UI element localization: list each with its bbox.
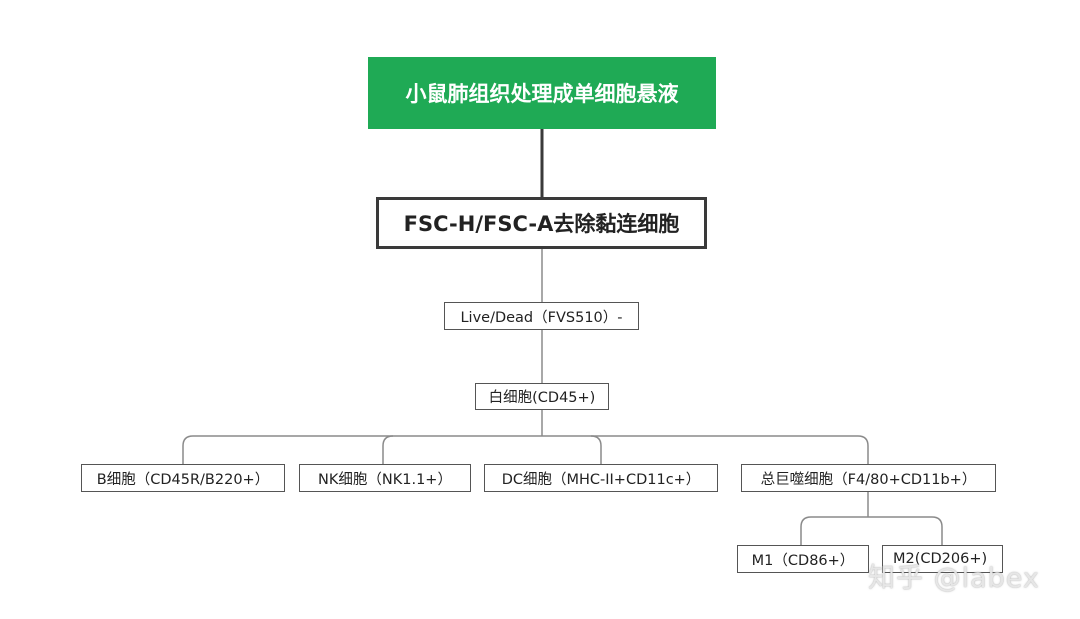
connector-macrophage-branches [800,516,943,545]
connector-leukocyte-branches [182,435,869,464]
live-dead-label: Live/Dead（FVS510）- [460,309,623,326]
node-m1: M1（CD86+） [737,545,869,573]
gate-node-fsc-adhesion-removal: FSC-H/FSC-A去除黏连细胞 [376,197,707,249]
m2-label: M2(CD206+) [893,551,988,567]
connector-to-nk [382,435,394,464]
node-nk-cell: NK细胞（NK1.1+） [299,464,471,492]
node-live-dead: Live/Dead（FVS510）- [444,302,639,330]
m1-label: M1（CD86+） [751,552,855,569]
gate-node-label: FSC-H/FSC-A去除黏连细胞 [403,212,680,236]
root-node-label: 小鼠肺组织处理成单细胞悬液 [405,82,679,106]
connector-to-dc [590,435,602,464]
node-m2: M2(CD206+) [882,545,1003,573]
macrophage-label: 总巨噬细胞（F4/80+CD11b+） [760,471,977,488]
node-leukocyte-cd45: 白细胞(CD45+) [475,383,609,410]
zhihu-watermark: 知乎 @labex [868,563,1040,594]
b-cell-label: B细胞（CD45R/B220+） [96,471,270,488]
leukocyte-label: 白细胞(CD45+) [488,390,596,406]
node-b-cell: B细胞（CD45R/B220+） [81,464,285,492]
nk-cell-label: NK细胞（NK1.1+） [318,471,452,488]
dc-cell-label: DC细胞（MHC-II+CD11c+） [501,471,701,488]
root-node-lung-single-cell-suspension: 小鼠肺组织处理成单细胞悬液 [368,57,716,129]
node-dc-cell: DC细胞（MHC-II+CD11c+） [484,464,718,492]
node-total-macrophage: 总巨噬细胞（F4/80+CD11b+） [741,464,996,492]
